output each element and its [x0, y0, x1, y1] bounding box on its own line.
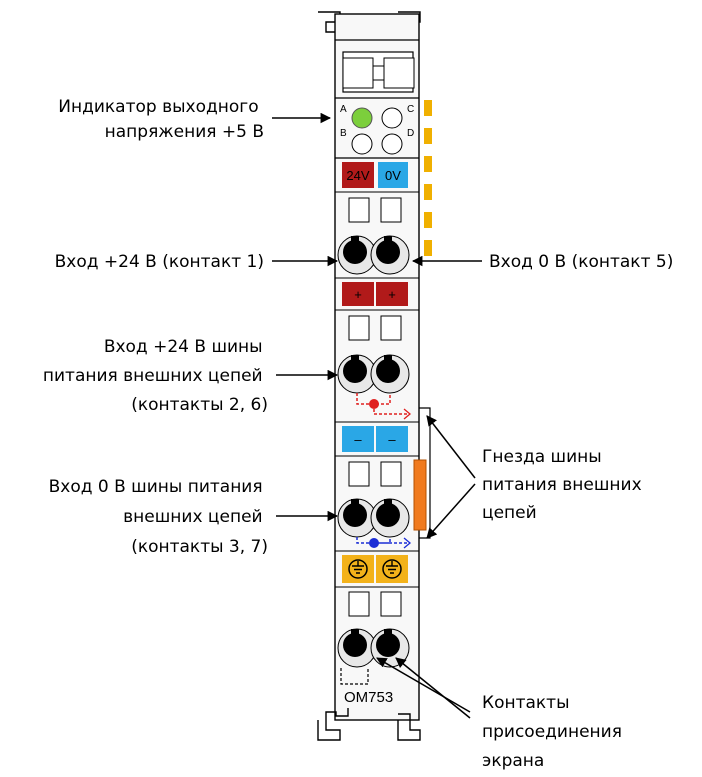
- terminal-pair-1: [337, 235, 410, 275]
- terminal-pair-3: [337, 498, 410, 538]
- caption-bus-0v: Вход 0 В шины питания внешних цепей (кон…: [49, 477, 268, 557]
- callout-arrows: [272, 112, 482, 719]
- led-d: [381, 133, 403, 155]
- caption-shield-contacts: Контакты присоединения экрана: [482, 693, 627, 771]
- bus-socket-bar: [413, 459, 427, 531]
- minus-label-left: –: [354, 432, 362, 447]
- ground-badges: [342, 555, 408, 583]
- din-clip-bottom-right: [397, 713, 421, 741]
- caption-bus-sockets: Гнезда шины питания внешних цепей: [482, 447, 647, 523]
- minus-badge-left: [342, 426, 374, 452]
- terminal-pair-2: [337, 354, 410, 394]
- terminal-24v-badge: [342, 162, 374, 188]
- plus-label-right: +: [388, 287, 396, 302]
- led-c: [381, 107, 403, 129]
- caption-input-24v: Вход +24 В (контакт 1): [55, 252, 264, 272]
- side-contacts: [424, 100, 432, 256]
- led-b: [351, 133, 373, 155]
- terminal-24v-label: 24V: [346, 168, 369, 183]
- din-clip-bottom: [317, 708, 349, 741]
- led-letter-d: D: [407, 128, 414, 139]
- caption-bus-24v: Вход +24 В шины питания внешних цепей (к…: [43, 337, 268, 415]
- bus-node-red: [369, 399, 379, 409]
- terminal-0v-badge: [378, 162, 408, 188]
- model-label: OM753: [344, 689, 393, 706]
- terminal-0v-label: 0V: [385, 168, 401, 183]
- plus-label-left: +: [354, 287, 362, 302]
- led-output-voltage: [351, 107, 373, 129]
- caption-output-voltage-indicator: Индикатор выходного напряжения +5 В: [58, 97, 264, 142]
- caption-input-0v: Вход 0 В (контакт 5): [489, 252, 673, 272]
- led-letter-a: A: [340, 104, 347, 115]
- minus-badge-right: [376, 426, 408, 452]
- plus-badge-left: [342, 282, 374, 306]
- led-letter-b: B: [340, 128, 347, 139]
- minus-label-right: –: [388, 432, 396, 447]
- bus-node-blue: [369, 538, 379, 548]
- led-letter-c: C: [407, 104, 414, 115]
- plus-badge-right: [376, 282, 408, 306]
